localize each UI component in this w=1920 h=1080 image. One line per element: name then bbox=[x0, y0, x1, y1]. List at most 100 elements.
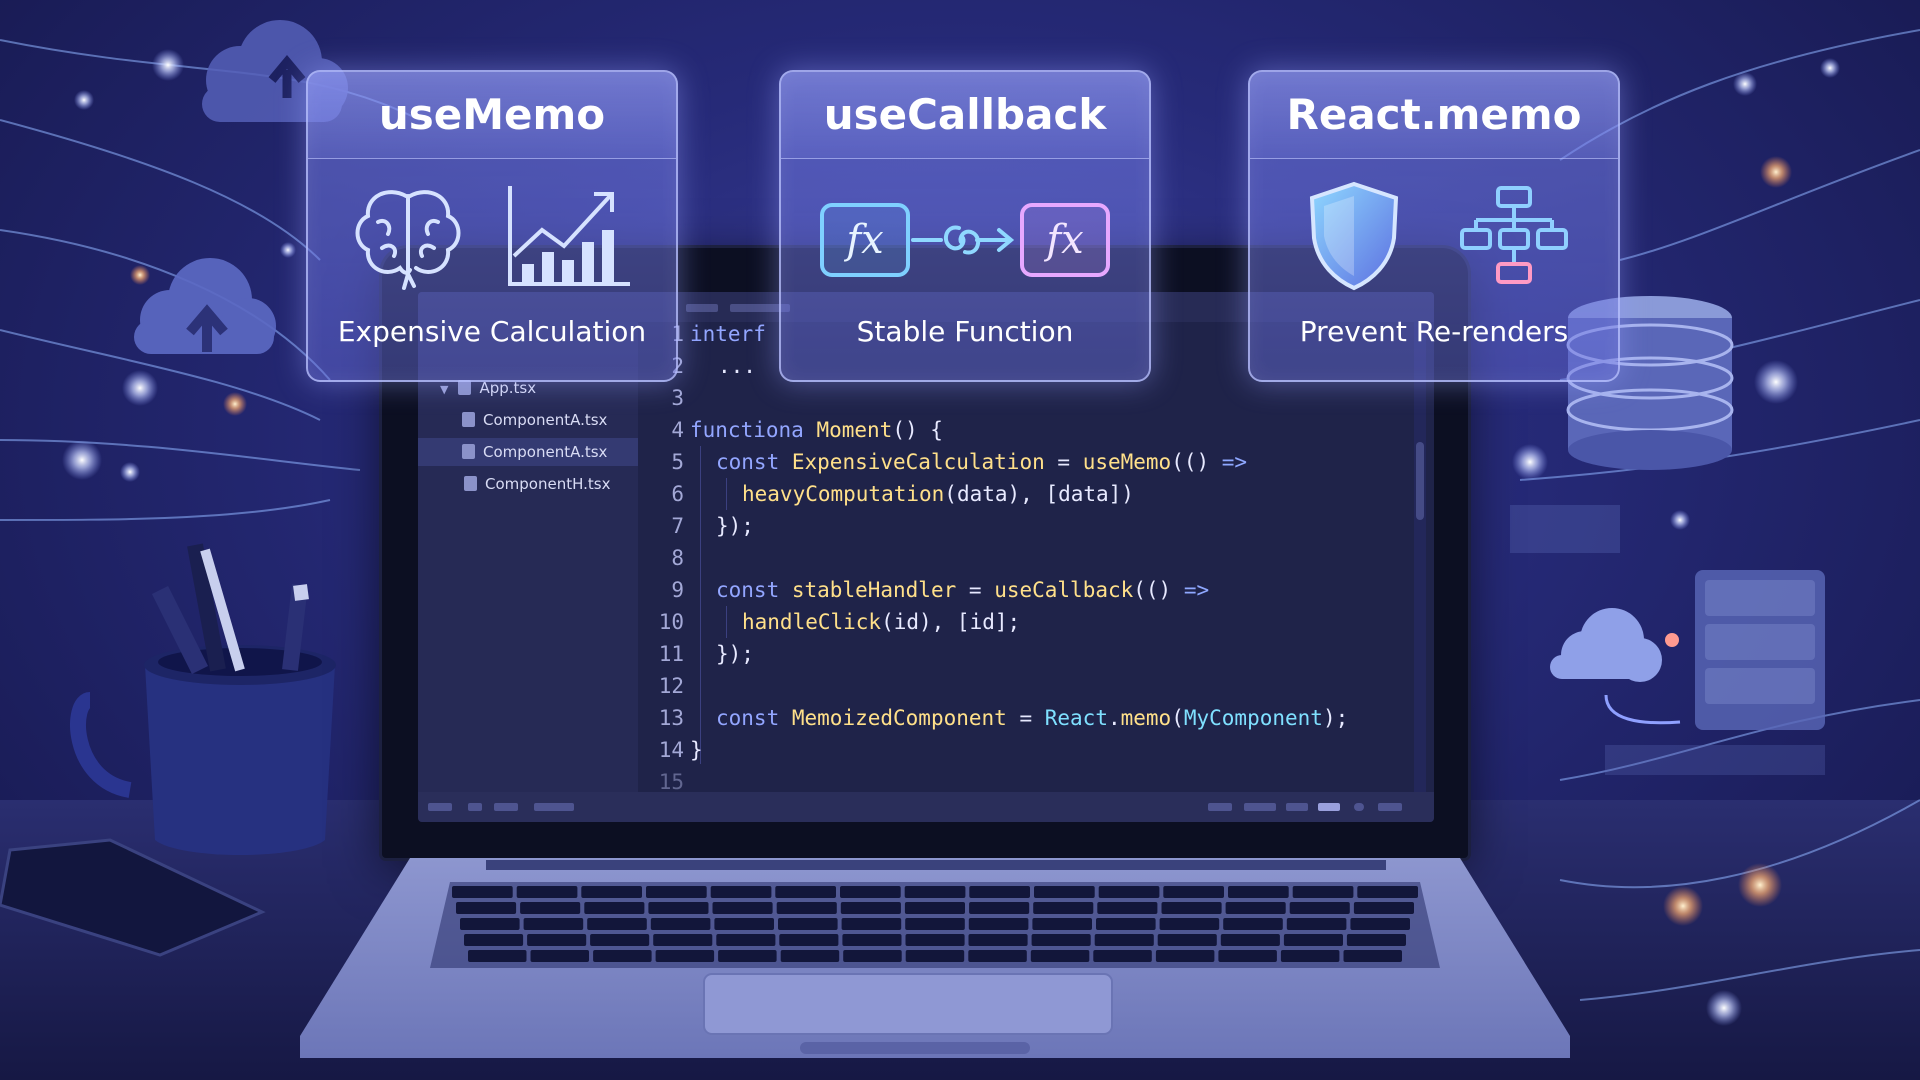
keyboard-key[interactable] bbox=[1094, 934, 1154, 946]
keyboard-key[interactable] bbox=[840, 902, 901, 914]
keyboard-key[interactable] bbox=[1030, 950, 1090, 962]
keyboard-key[interactable] bbox=[714, 918, 774, 930]
keyboard-key[interactable] bbox=[779, 934, 839, 946]
chevron-down-icon[interactable]: ▼ bbox=[440, 383, 449, 396]
keyboard-key[interactable] bbox=[1159, 918, 1220, 930]
file-icon bbox=[458, 380, 472, 395]
keyboard-key[interactable] bbox=[523, 918, 584, 930]
keyboard-key[interactable] bbox=[527, 934, 587, 946]
file-tree-item[interactable]: ComponentH.tsx bbox=[418, 470, 638, 498]
file-tree-item[interactable]: ComponentA.tsx bbox=[418, 406, 638, 434]
status-item[interactable] bbox=[1286, 803, 1308, 811]
keyboard-key[interactable] bbox=[1032, 918, 1092, 930]
keyboard-key[interactable] bbox=[520, 902, 581, 914]
keyboard-key[interactable] bbox=[905, 934, 965, 946]
keyboard-key[interactable] bbox=[1225, 902, 1286, 914]
keyboard-key[interactable] bbox=[1353, 902, 1414, 914]
keyboard-key[interactable] bbox=[712, 902, 773, 914]
keyboard-key[interactable] bbox=[716, 934, 776, 946]
keyboard-key[interactable] bbox=[452, 886, 513, 898]
keyboard-key[interactable] bbox=[905, 950, 965, 962]
faint-panel bbox=[1605, 745, 1825, 775]
status-item[interactable] bbox=[1208, 803, 1232, 811]
keyboard-key[interactable] bbox=[840, 886, 901, 898]
keyboard-key[interactable] bbox=[468, 950, 527, 962]
keyboard-key[interactable] bbox=[778, 918, 838, 930]
keyboard-key[interactable] bbox=[1096, 918, 1156, 930]
keyboard-key[interactable] bbox=[1220, 934, 1280, 946]
keyboard-key[interactable] bbox=[1163, 886, 1224, 898]
status-item[interactable] bbox=[1354, 803, 1364, 811]
keyboard-key[interactable] bbox=[1292, 886, 1354, 898]
laptop-keyboard-base bbox=[300, 858, 1570, 1058]
keyboard-key[interactable] bbox=[775, 886, 836, 898]
keyboard-key[interactable] bbox=[1031, 934, 1091, 946]
keyboard-key[interactable] bbox=[1280, 950, 1340, 962]
keyboard-key[interactable] bbox=[710, 886, 772, 898]
keyboard-key[interactable] bbox=[718, 950, 777, 962]
keyboard-key[interactable] bbox=[1357, 886, 1418, 898]
keyboard-key[interactable] bbox=[1228, 886, 1289, 898]
keyboard-key[interactable] bbox=[464, 934, 524, 946]
keyboard-key[interactable] bbox=[904, 886, 966, 898]
keyboard-key[interactable] bbox=[655, 950, 715, 962]
keyboard-key[interactable] bbox=[587, 918, 647, 930]
keyboard-key[interactable] bbox=[968, 918, 1029, 930]
keyboard-key[interactable] bbox=[593, 950, 652, 962]
keyboard-key[interactable] bbox=[456, 902, 517, 914]
vertical-scrollbar[interactable] bbox=[1414, 322, 1426, 792]
keyboard-key[interactable] bbox=[650, 918, 711, 930]
keyboard-key[interactable] bbox=[1283, 934, 1343, 946]
keyboard-key[interactable] bbox=[968, 934, 1028, 946]
status-item[interactable] bbox=[1378, 803, 1402, 811]
keyboard-key[interactable] bbox=[1033, 902, 1094, 914]
keyboard-key[interactable] bbox=[646, 886, 707, 898]
keyboard-key[interactable] bbox=[1155, 950, 1215, 962]
status-item[interactable] bbox=[1318, 803, 1340, 811]
keyboard-key[interactable] bbox=[1097, 902, 1158, 914]
keyboard-key[interactable] bbox=[584, 902, 645, 914]
status-item[interactable] bbox=[468, 803, 482, 811]
keyboard-key[interactable] bbox=[590, 934, 650, 946]
status-item[interactable] bbox=[1244, 803, 1276, 811]
keyboard-key[interactable] bbox=[776, 902, 837, 914]
keyboard-key[interactable] bbox=[516, 886, 578, 898]
keyboard-key[interactable] bbox=[1098, 886, 1160, 898]
status-item[interactable] bbox=[494, 803, 518, 811]
keyboard-key[interactable] bbox=[843, 950, 902, 962]
keyboard-key[interactable] bbox=[1157, 934, 1217, 946]
fx-label: fx bbox=[846, 217, 884, 263]
keyboard-key[interactable] bbox=[904, 902, 965, 914]
keyboard-key[interactable] bbox=[969, 886, 1030, 898]
keyboard-key[interactable] bbox=[648, 902, 709, 914]
keyboard-key[interactable] bbox=[780, 950, 840, 962]
keyboard-key[interactable] bbox=[905, 918, 965, 930]
keyboard-key[interactable] bbox=[842, 934, 902, 946]
keyboard-key[interactable] bbox=[1034, 886, 1095, 898]
scrollbar-thumb[interactable] bbox=[1416, 442, 1424, 520]
keyboard-key[interactable] bbox=[1223, 918, 1283, 930]
keyboard-key[interactable] bbox=[1286, 918, 1347, 930]
feature-card-usecallback: useCallback fx fx Stable Function bbox=[779, 70, 1151, 382]
keyboard-key[interactable] bbox=[1350, 918, 1410, 930]
file-tree-item-selected[interactable]: ComponentA.tsx bbox=[418, 438, 638, 466]
file-tree-item[interactable]: ▼App.tsx bbox=[418, 374, 638, 402]
keyboard-key[interactable] bbox=[581, 886, 642, 898]
tab-placeholder[interactable] bbox=[730, 304, 790, 312]
keyboard-key[interactable] bbox=[530, 950, 590, 962]
keyboard-key[interactable] bbox=[1343, 950, 1403, 962]
keyboard-key[interactable] bbox=[1161, 902, 1222, 914]
tab-placeholder[interactable] bbox=[686, 304, 718, 312]
keyboard-key[interactable] bbox=[653, 934, 713, 946]
code-area[interactable]: interf ... functiona Moment() { const Ex… bbox=[690, 322, 1390, 792]
keyboard-key[interactable] bbox=[841, 918, 902, 930]
keyboard-key[interactable] bbox=[460, 918, 520, 930]
keyboard-key[interactable] bbox=[1289, 902, 1350, 914]
status-item[interactable] bbox=[428, 803, 452, 811]
keyboard-key[interactable] bbox=[1093, 950, 1152, 962]
keyboard-key[interactable] bbox=[968, 950, 1027, 962]
keyboard-key[interactable] bbox=[1218, 950, 1277, 962]
status-item[interactable] bbox=[534, 803, 574, 811]
keyboard-key[interactable] bbox=[969, 902, 1030, 914]
keyboard-key[interactable] bbox=[1346, 934, 1406, 946]
